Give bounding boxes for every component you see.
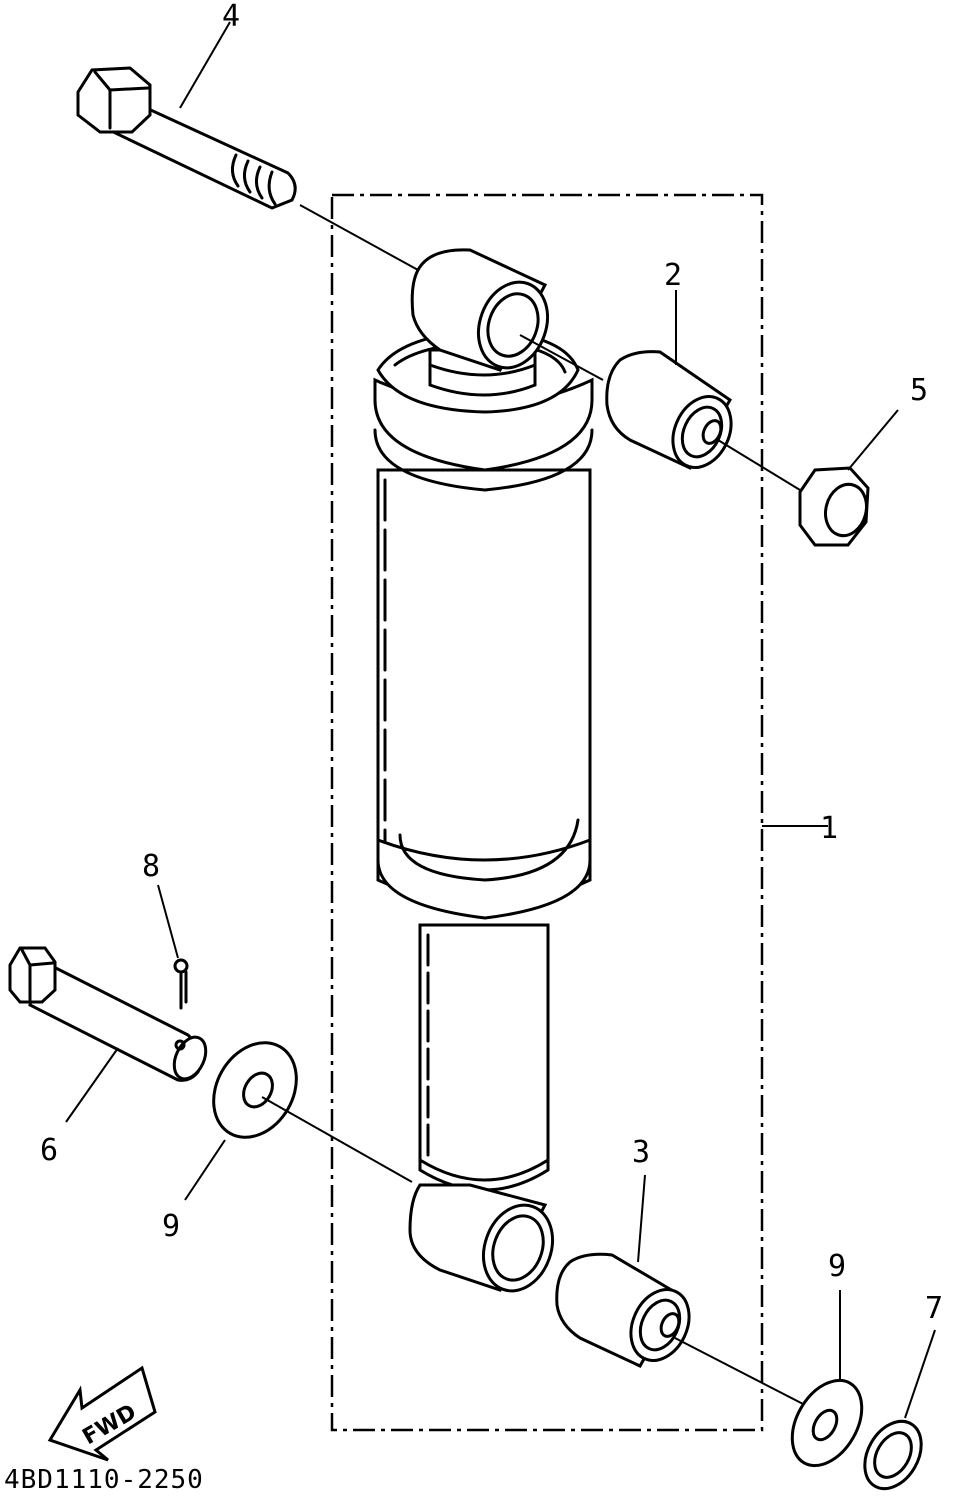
axis-nut: [717, 439, 801, 491]
axis-upper-left: [299, 204, 419, 271]
nut: [798, 466, 870, 547]
callout-9-right: 9: [828, 1249, 846, 1284]
lower-bolt: [8, 946, 208, 1082]
leader-7: [904, 1329, 936, 1419]
upper-collar: [605, 350, 733, 470]
leader-5: [847, 409, 899, 471]
callout-7: 7: [925, 1291, 943, 1326]
axis-lower-right: [674, 1337, 806, 1406]
assembly-boundary: [330, 193, 764, 1432]
upper-bolt: [76, 66, 297, 210]
callout-8: 8: [142, 849, 160, 884]
callout-2: 2: [664, 258, 682, 293]
axis-lower-left: [261, 1096, 413, 1183]
leader-8: [157, 884, 179, 959]
fwd-arrow-icon: FWD: [47, 1365, 157, 1462]
shock-absorber: [373, 248, 594, 1293]
diagram-code: 4BD1110-2250: [4, 1465, 204, 1495]
leader-4: [179, 21, 231, 109]
callout-3: 3: [632, 1135, 650, 1170]
callout-9-left: 9: [162, 1209, 180, 1244]
lower-collar: [555, 1252, 691, 1368]
washer-right: [790, 1378, 864, 1468]
callout-4: 4: [222, 0, 240, 34]
axis-upper-right: [519, 334, 604, 381]
callout-1: 1: [820, 811, 838, 846]
callout-5: 5: [910, 373, 928, 408]
leader-9-left: [184, 1139, 226, 1201]
callout-6: 6: [40, 1133, 58, 1168]
leader-6: [65, 1047, 119, 1123]
cotter-pin: [173, 958, 189, 1010]
circlip: [863, 1419, 923, 1491]
washer-left: [212, 1041, 298, 1139]
leader-3: [637, 1174, 646, 1263]
